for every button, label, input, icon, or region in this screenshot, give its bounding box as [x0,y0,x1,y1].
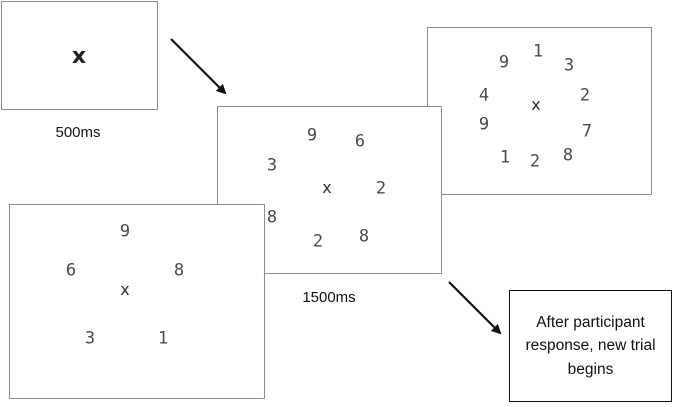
digit: 2 [579,85,591,106]
digit: 7 [581,121,593,142]
digit: 2 [375,178,387,199]
digit: 9 [498,52,510,73]
digit: 8 [266,207,278,228]
digit: 2 [312,231,324,252]
fixation-cross: x [531,95,541,114]
digit: 8 [173,260,185,281]
digit: 9 [306,125,318,146]
stimulus-screen-fixation: x [1,1,158,110]
stimulus-screen-five-digits: x 9 6 8 3 1 [9,204,265,399]
stimulus-screen-ten-digits: x 9 1 3 4 2 9 7 1 2 8 [427,27,652,195]
arrow-first-to-second [170,38,227,95]
duration-caption-first: 500ms [55,124,101,141]
fixation-cross: x [120,280,130,299]
stimulus-screen-seven-digits: x 9 6 3 2 8 2 8 [217,106,442,274]
digit: 1 [499,147,511,168]
digit: 8 [562,145,574,166]
digit: 3 [266,155,278,176]
digit: 6 [354,131,366,152]
duration-caption-second: 1500ms [302,289,356,306]
digit: 3 [84,328,96,349]
digit: 9 [478,114,490,135]
trial-restart-text: After participant response, new trial be… [525,314,656,378]
digit: 3 [563,55,575,76]
digit: 2 [529,151,541,172]
digit: 9 [119,221,131,242]
digit: 6 [65,260,77,281]
digit: 4 [478,85,490,106]
digit: 1 [532,41,544,62]
trial-restart-box: After participant response, new trial be… [509,290,672,402]
fixation-cross: x [322,178,332,197]
fixation-cross: x [71,44,87,69]
arrow-to-final-box [448,281,502,335]
digit: 1 [157,328,169,349]
digit: 8 [358,226,370,247]
